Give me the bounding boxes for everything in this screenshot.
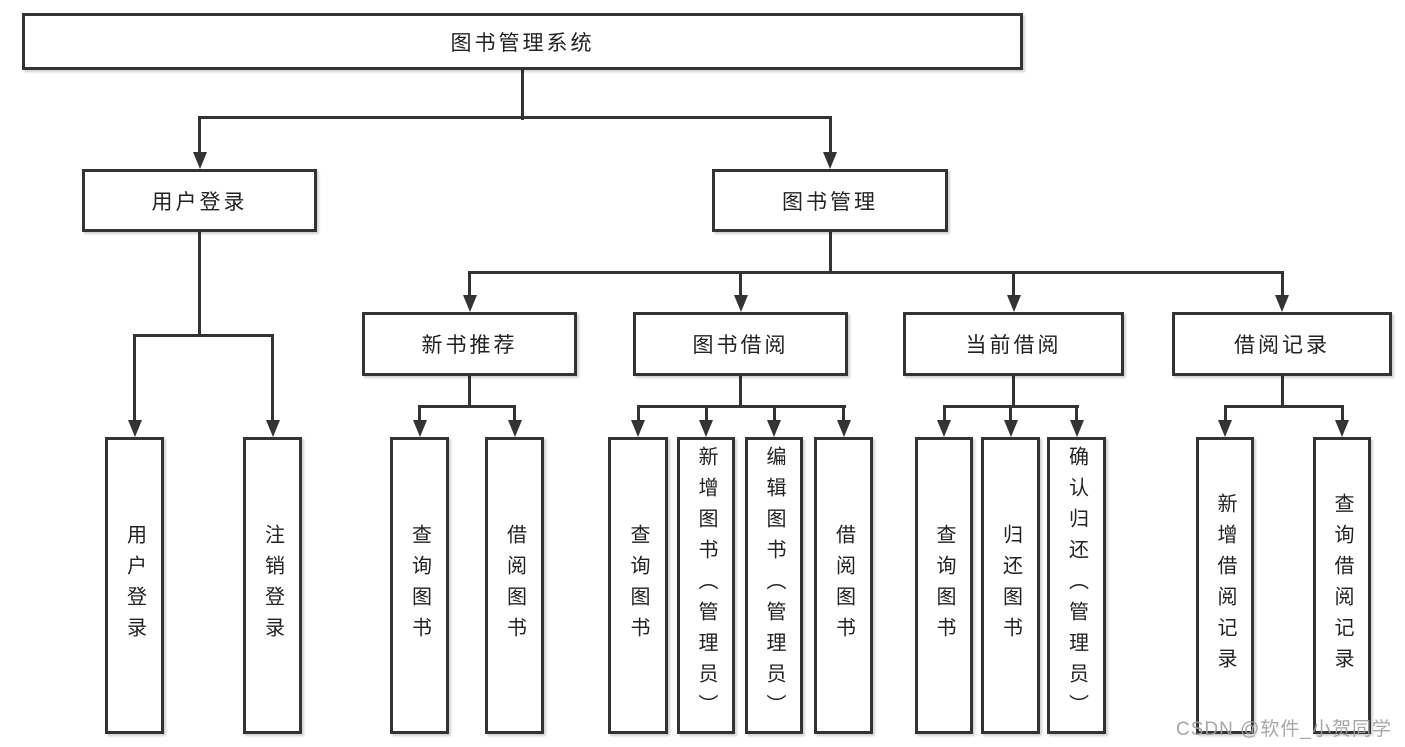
node-current-borrow-label: 当前借阅	[965, 334, 1062, 357]
arrow-down-icon	[631, 420, 645, 437]
connector-line	[704, 405, 708, 422]
connector-line	[636, 405, 640, 422]
leaf-add-book-admin: 新增图书（管理员）	[677, 437, 735, 734]
leaf-borrow-book-newrec-label: 借阅图书	[503, 523, 526, 648]
leaf-edit-book-admin-label: 编辑图书（管理员）	[763, 446, 785, 725]
connector-line	[1223, 405, 1344, 408]
connector-line	[198, 116, 832, 119]
arrow-down-icon	[767, 420, 781, 437]
connector-line	[1009, 405, 1012, 422]
arrow-down-icon	[1335, 420, 1349, 437]
arrow-down-icon	[1218, 420, 1232, 437]
node-root: 图书管理系统	[22, 13, 1023, 70]
node-book-borrow: 图书借阅	[633, 312, 848, 376]
leaf-borrow-book-newrec: 借阅图书	[485, 437, 544, 734]
connector-line	[468, 271, 1283, 274]
connector-line	[1012, 271, 1015, 297]
leaf-return-book-label: 归还图书	[999, 523, 1022, 648]
connector-line	[133, 334, 136, 421]
arrow-down-icon	[699, 420, 713, 437]
connector-line	[739, 271, 742, 297]
arrow-down-icon	[836, 420, 851, 437]
node-current-borrow: 当前借阅	[903, 312, 1124, 376]
node-borrow-record: 借阅记录	[1172, 312, 1392, 376]
leaf-add-book-admin-label: 新增图书（管理员）	[695, 446, 717, 725]
leaf-query-book-borrow: 查询图书	[608, 437, 668, 734]
connector-line	[521, 69, 524, 120]
leaf-user-login-label: 用户登录	[123, 523, 146, 648]
connector-line	[418, 405, 421, 422]
arrow-down-icon	[192, 152, 207, 169]
connector-line	[1280, 376, 1284, 407]
arrow-down-icon	[1006, 295, 1021, 312]
connector-line	[1075, 405, 1078, 422]
node-new-book-rec-label: 新书推荐	[421, 334, 518, 357]
leaf-logout-label: 注销登录	[261, 523, 284, 648]
node-borrow-record-label: 借阅记录	[1234, 334, 1330, 357]
arrow-down-icon	[1069, 420, 1084, 437]
leaf-add-borrow-record-label: 新增借阅记录	[1214, 492, 1236, 679]
connector-line	[828, 232, 832, 273]
leaf-query-book-newrec-label: 查询图书	[408, 523, 431, 648]
arrow-down-icon	[412, 420, 427, 437]
connector-line	[1012, 376, 1015, 407]
leaf-query-book-current: 查询图书	[915, 437, 973, 734]
leaf-query-book-current-label: 查询图书	[933, 523, 955, 648]
leaf-return-book: 归还图书	[981, 437, 1040, 734]
arrow-down-icon	[265, 420, 280, 437]
connector-line	[1340, 405, 1344, 422]
connector-line	[271, 334, 274, 421]
arrow-down-icon	[1003, 420, 1018, 437]
leaf-borrow-book-borrow-label: 借阅图书	[832, 523, 855, 648]
leaf-borrow-book-borrow: 借阅图书	[814, 437, 873, 734]
watermark-text: CSDN @软件_小贺同学	[1176, 719, 1392, 740]
leaf-edit-book-admin: 编辑图书（管理员）	[745, 437, 803, 734]
leaf-query-book-newrec: 查询图书	[390, 437, 449, 734]
leaf-query-borrow-record-label: 查询借阅记录	[1331, 492, 1353, 679]
connector-line	[772, 405, 776, 422]
node-user-login: 用户登录	[82, 169, 317, 232]
node-new-book-rec: 新书推荐	[362, 312, 577, 376]
connector-line	[468, 271, 471, 297]
connector-line	[1280, 271, 1284, 297]
arrow-down-icon	[733, 295, 748, 312]
node-user-login-label: 用户登录	[151, 190, 248, 214]
leaf-confirm-return-admin-label: 确认归还（管理员）	[1065, 446, 1088, 725]
arrow-down-icon	[507, 420, 522, 437]
node-book-borrow-label: 图书借阅	[692, 334, 789, 357]
leaf-query-borrow-record: 查询借阅记录	[1313, 437, 1371, 734]
connector-line	[418, 405, 516, 408]
node-root-label: 图书管理系统	[450, 31, 595, 55]
connector-line	[513, 405, 516, 422]
connector-line	[828, 116, 832, 153]
arrow-down-icon	[462, 295, 477, 312]
node-book-mgmt: 图书管理	[712, 169, 948, 232]
arrow-down-icon	[823, 152, 837, 169]
node-book-mgmt-label: 图书管理	[782, 190, 878, 214]
connector-line	[1223, 405, 1227, 422]
connector-line	[198, 116, 201, 153]
connector-line	[198, 232, 201, 336]
connector-line	[133, 334, 274, 337]
leaf-user-login: 用户登录	[105, 437, 164, 734]
arrow-down-icon	[127, 420, 142, 437]
leaf-confirm-return-admin: 确认归还（管理员）	[1047, 437, 1106, 734]
leaf-logout: 注销登录	[243, 437, 302, 734]
connector-line	[739, 376, 742, 407]
leaf-add-borrow-record: 新增借阅记录	[1196, 437, 1254, 734]
connector-line	[636, 405, 846, 408]
connector-line	[942, 405, 946, 422]
arrow-down-icon	[1275, 295, 1289, 312]
connector-line	[468, 376, 471, 407]
leaf-query-book-borrow-label: 查询图书	[627, 523, 649, 648]
arrow-down-icon	[937, 420, 951, 437]
connector-line	[842, 405, 845, 422]
